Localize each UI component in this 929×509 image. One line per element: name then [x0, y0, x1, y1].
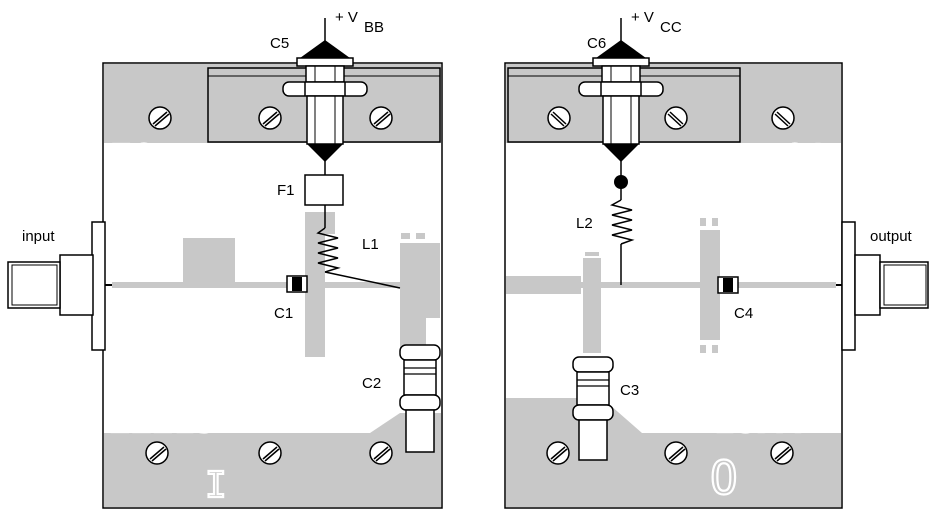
f1-label: F1: [277, 182, 295, 199]
right-input-pad: [506, 276, 581, 294]
screw-icon: [145, 441, 169, 465]
output-label: output: [870, 228, 913, 245]
left-pad-dash-2: [416, 233, 425, 239]
left-bias-pad-top: [325, 212, 335, 234]
right-microstrip: [506, 282, 836, 288]
left-pad-dash-1: [401, 233, 410, 239]
fuse-f1: [304, 174, 344, 206]
right-stub: [583, 258, 601, 353]
inductor-l2: [609, 199, 635, 245]
right-top-silkscreen: 01: [784, 138, 827, 179]
screw-icon: [258, 106, 282, 130]
screw-icon: [771, 106, 795, 130]
right-pad-dash-top: [585, 252, 599, 256]
screw-icon: [369, 106, 393, 130]
left-top-silkscreen: E6: [110, 138, 153, 179]
vcc-label: + V: [631, 9, 654, 26]
left-bottom-silkscreen: LLE15: [108, 400, 216, 441]
left-stub-pad: [183, 238, 235, 283]
right-board: 01 18DX O: [504, 18, 843, 509]
c2-label: C2: [362, 375, 381, 392]
left-board: E6 LLE15 I: [102, 18, 443, 509]
left-marker-silkscreen: I: [205, 465, 227, 506]
right-bottom-silkscreen: 18DX: [713, 400, 800, 441]
c1-label: C1: [274, 305, 293, 322]
left-bias-pad: [305, 212, 325, 357]
feedthrough-capacitor-c5: [282, 18, 368, 162]
screw-icon: [547, 106, 571, 130]
l2-label: L2: [576, 215, 593, 232]
trimmer-capacitor-c2: [399, 344, 441, 453]
output-connector: [836, 221, 929, 351]
c5-label: C5: [270, 35, 289, 52]
feedthrough-capacitor-c6: [578, 18, 664, 162]
vbb-subscript: BB: [364, 19, 384, 36]
screw-icon: [770, 441, 794, 465]
c3-label: C3: [620, 382, 639, 399]
left-output-pad: [400, 243, 440, 318]
vcc-subscript: CC: [660, 19, 682, 36]
input-label: input: [22, 228, 55, 245]
c6-label: C6: [587, 35, 606, 52]
trimmer-capacitor-c3: [572, 356, 614, 461]
vbb-label: + V: [335, 9, 358, 26]
left-microstrip: [112, 282, 402, 288]
screw-icon: [664, 441, 688, 465]
c4-label: C4: [734, 305, 753, 322]
right-output-pad: [700, 230, 720, 340]
screw-icon: [664, 106, 688, 130]
screw-icon: [258, 441, 282, 465]
right-marker-silkscreen: O: [710, 451, 738, 505]
screw-icon: [148, 106, 172, 130]
inductor-l1: [316, 227, 341, 273]
input-connector: [7, 221, 112, 351]
l1-label: L1: [362, 236, 379, 253]
screw-icon: [546, 441, 570, 465]
screw-icon: [369, 441, 393, 465]
